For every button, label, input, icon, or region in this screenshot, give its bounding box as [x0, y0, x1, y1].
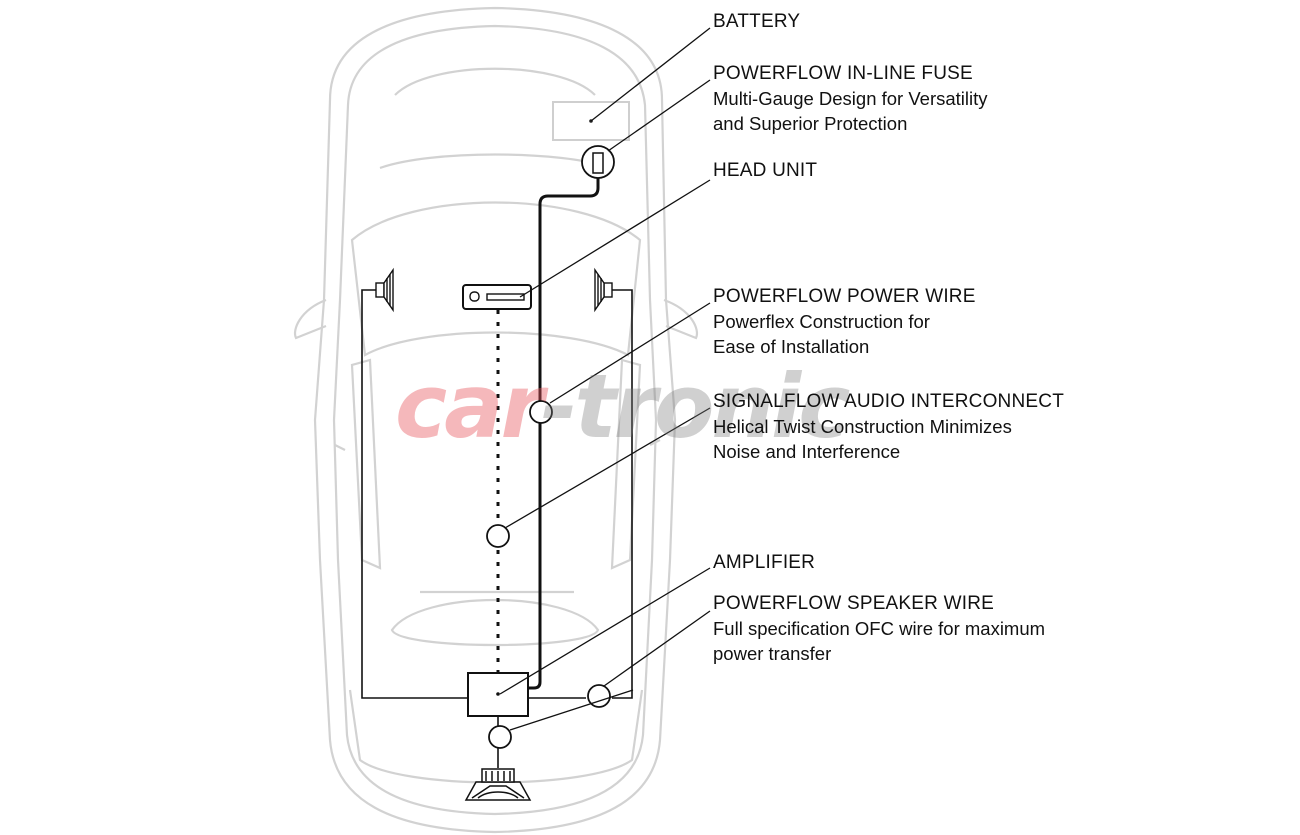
interconnect-title: SIGNALFLOW AUDIO INTERCONNECT	[713, 391, 1065, 412]
watermark-left: car	[395, 355, 544, 458]
subwoofer-icon	[464, 768, 532, 801]
amplifier-title: AMPLIFIER	[713, 552, 816, 573]
fuse-title: POWERFLOW IN-LINE FUSE	[713, 63, 973, 84]
speaker-wire-marker	[587, 684, 611, 708]
power-wire	[524, 152, 600, 690]
power-wire-label: POWERFLOW POWER WIRE Powerflex Construct…	[713, 284, 976, 359]
power-wire-title: POWERFLOW POWER WIRE	[713, 286, 976, 307]
head-unit-icon	[462, 284, 532, 310]
fuse-icon	[592, 152, 604, 174]
power-wire-marker	[529, 400, 553, 424]
right-speaker-icon	[594, 267, 613, 313]
speaker-wire-desc-1: Full specification OFC wire for maximum	[713, 618, 1046, 639]
speaker-wire	[361, 289, 468, 699]
interconnect-label: SIGNALFLOW AUDIO INTERCONNECT Helical Tw…	[713, 389, 1064, 464]
interconnect-desc-2: Noise and Interference	[713, 441, 901, 462]
interconnect-marker	[486, 524, 510, 548]
fuse-label: POWERFLOW IN-LINE FUSE Multi-Gauge Desig…	[713, 61, 988, 136]
fuse-desc-2: and Superior Protection	[713, 113, 908, 134]
speaker-wire-label: POWERFLOW SPEAKER WIRE Full specificatio…	[713, 591, 1045, 666]
watermark-right: -tronic	[540, 355, 850, 458]
amplifier-label: AMPLIFIER	[713, 550, 815, 575]
speaker-wire-title: POWERFLOW SPEAKER WIRE	[713, 593, 994, 614]
interconnect-desc-1: Helical Twist Construction Minimizes	[713, 416, 1012, 437]
left-speaker-icon	[375, 267, 394, 313]
subwoofer-wire-marker	[488, 725, 512, 749]
battery-box	[552, 101, 630, 141]
speaker-wire-desc-2: power transfer	[713, 643, 832, 664]
leader-lines	[499, 27, 711, 731]
car-outline	[293, 6, 699, 834]
battery-label: BATTERY	[713, 9, 800, 34]
head-unit-title: HEAD UNIT	[713, 160, 818, 181]
power-wire-desc-2: Ease of Installation	[713, 336, 870, 357]
head-unit-label: HEAD UNIT	[713, 158, 817, 183]
fuse-desc-1: Multi-Gauge Design for Versatility	[713, 88, 988, 109]
battery-title: BATTERY	[713, 11, 801, 32]
power-wire-desc-1: Powerflex Construction for	[713, 311, 930, 332]
watermark: car-tronic	[395, 355, 850, 458]
